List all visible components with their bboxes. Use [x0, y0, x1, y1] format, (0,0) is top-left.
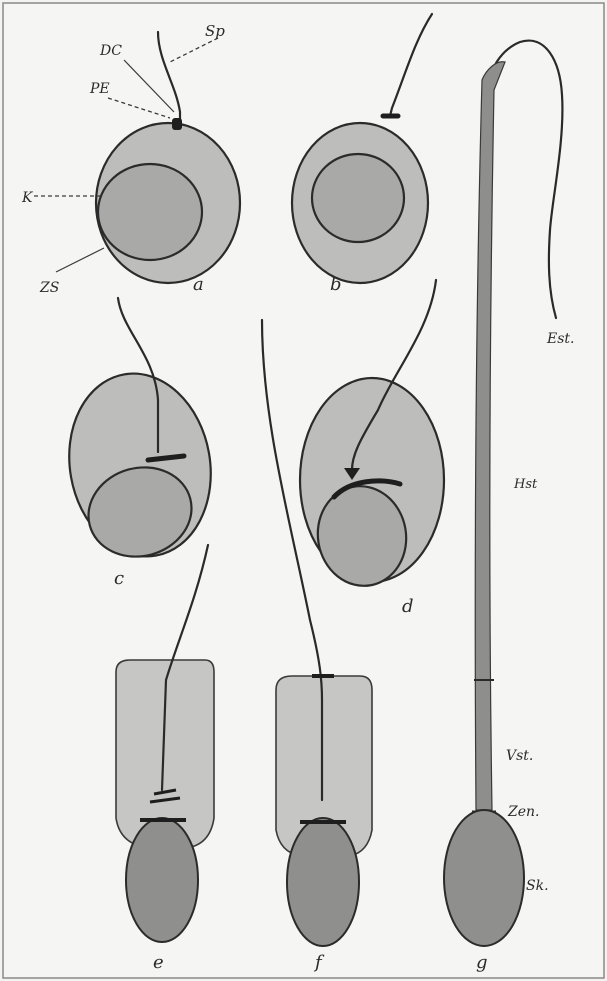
label-d: d — [402, 596, 414, 617]
stage-a-centriole — [172, 118, 182, 130]
label-hst: Hst — [513, 477, 538, 492]
label-vst: Vst. — [506, 748, 533, 764]
label-sk: Sk. — [526, 878, 549, 894]
label-b: b — [330, 274, 342, 295]
stage-e-head — [126, 818, 198, 942]
label-zs: ZS — [39, 280, 59, 296]
label-k: K — [21, 190, 34, 206]
label-dc: DC — [99, 43, 122, 59]
label-c: c — [114, 568, 124, 589]
label-pe: PE — [89, 81, 110, 97]
label-sp: Sp — [205, 22, 225, 40]
label-zen: Zen. — [507, 804, 539, 820]
stage-g-head — [444, 810, 524, 946]
label-g: g — [476, 952, 488, 973]
stage-a-nucleus — [98, 164, 202, 260]
stage-f-head — [287, 818, 359, 946]
label-a: a — [193, 274, 204, 295]
label-est: Est. — [546, 331, 574, 347]
stage-b-nucleus — [312, 154, 404, 242]
label-e: e — [153, 952, 164, 973]
